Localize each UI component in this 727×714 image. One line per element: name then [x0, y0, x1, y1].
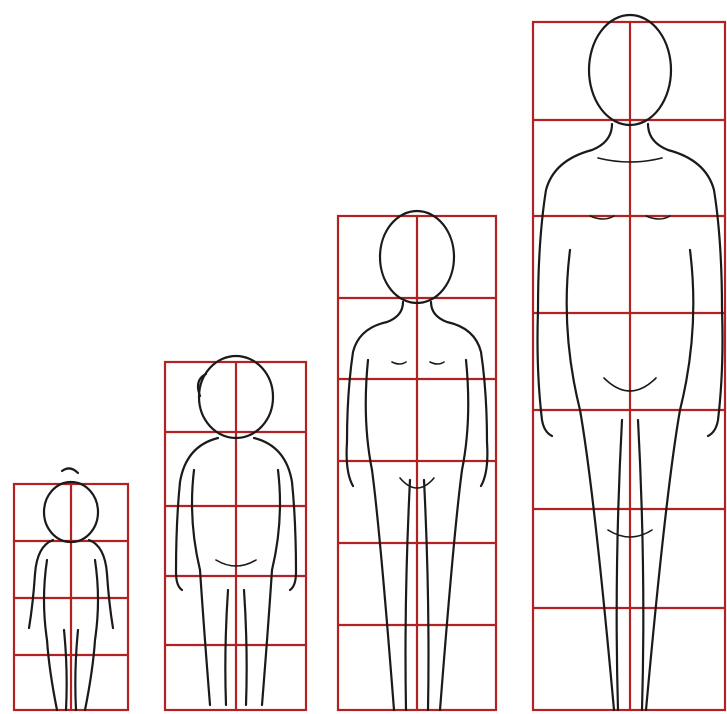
grid-young-child — [165, 362, 306, 710]
grid-infant — [14, 484, 128, 710]
figure-young-child — [165, 356, 306, 710]
figure-adult — [533, 15, 725, 710]
figure-infant — [14, 468, 128, 710]
figure-child — [338, 211, 496, 710]
grid-child — [338, 216, 496, 710]
